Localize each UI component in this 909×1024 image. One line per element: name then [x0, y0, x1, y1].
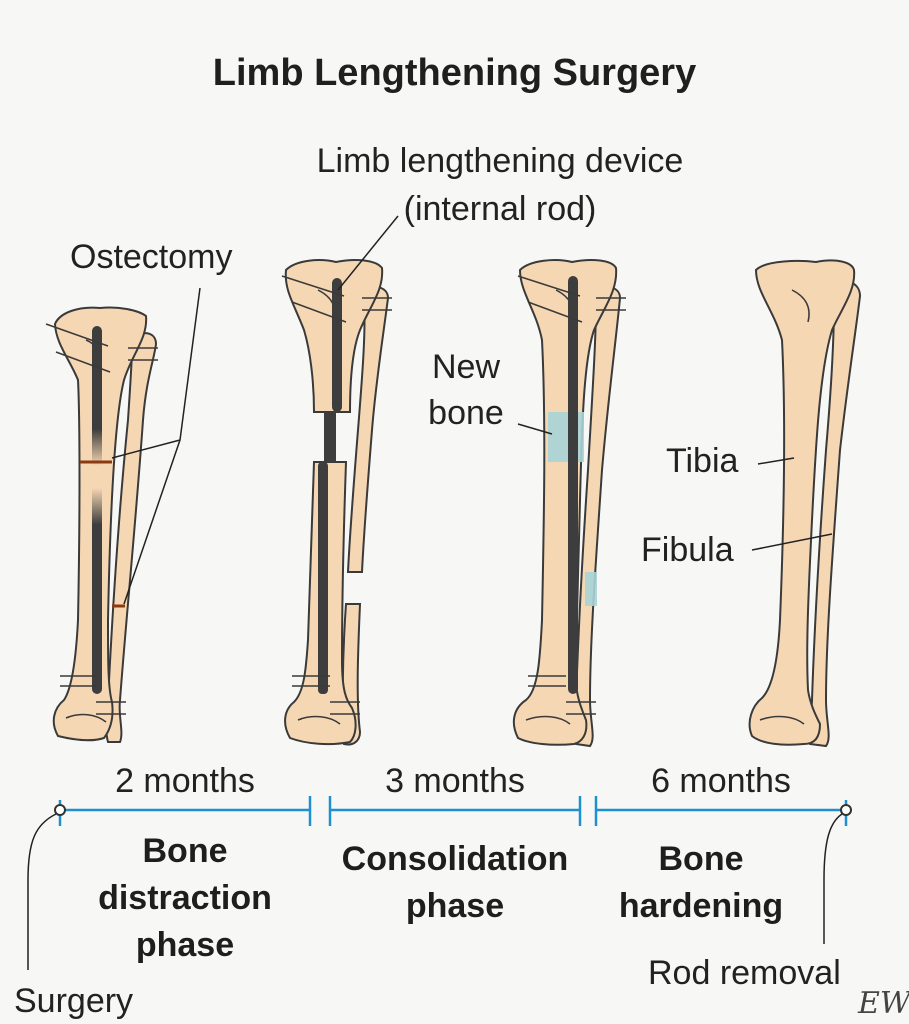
device-leader	[337, 215, 399, 291]
internal-rod	[568, 276, 578, 694]
fibula-upper	[346, 286, 390, 573]
bone-stage-ostectomy	[45, 287, 201, 743]
tibia-leader	[757, 457, 795, 465]
device-label-line1: Limb lengthening device	[316, 142, 684, 180]
phase-label-consolidation: Consolidation phase	[341, 840, 569, 925]
duration-phase-2: 3 months	[385, 762, 525, 800]
new-bone-label-line2: bone	[428, 394, 504, 432]
bone-stage-distraction	[281, 215, 399, 746]
fibula-leader	[751, 533, 833, 551]
new-bone-fibula	[585, 572, 597, 606]
fibula-shape	[807, 280, 862, 748]
new-bone-tibia	[548, 412, 584, 462]
timeline	[27, 796, 852, 970]
tibia-shape	[512, 259, 618, 746]
phase-label-hardening: Bone hardening	[618, 840, 784, 925]
rod-removal-leader	[823, 813, 843, 944]
timeline-start-marker	[54, 804, 66, 816]
bone-stage-consolidation	[512, 259, 626, 748]
tibia-label: Tibia	[666, 442, 739, 480]
duration-phase-1: 2 months	[115, 762, 255, 800]
duration-phase-3: 6 months	[651, 762, 791, 800]
fibula-label: Fibula	[641, 531, 734, 569]
phase-label-distraction: Bone distraction phase	[98, 832, 272, 964]
new-bone-leader	[517, 423, 553, 435]
artist-signature: EW	[858, 986, 909, 1021]
ostectomy-label: Ostectomy	[70, 238, 233, 276]
timeline-end-marker	[840, 804, 852, 816]
tibia-shape	[748, 259, 856, 746]
rod-removal-label: Rod removal	[648, 954, 841, 992]
page-title: Limb Lengthening Surgery	[212, 52, 697, 94]
fibula-shape	[105, 332, 158, 743]
bone-stage-healed	[748, 259, 862, 748]
surgery-leader	[27, 813, 57, 970]
internal-rod	[332, 278, 342, 412]
fibula-shape	[573, 286, 622, 748]
internal-rod	[92, 326, 102, 694]
ostectomy-leader	[111, 287, 201, 605]
new-bone-label-line1: New	[431, 348, 501, 386]
device-label-line2: (internal rod)	[403, 190, 597, 228]
surgery-label: Surgery	[14, 982, 134, 1020]
